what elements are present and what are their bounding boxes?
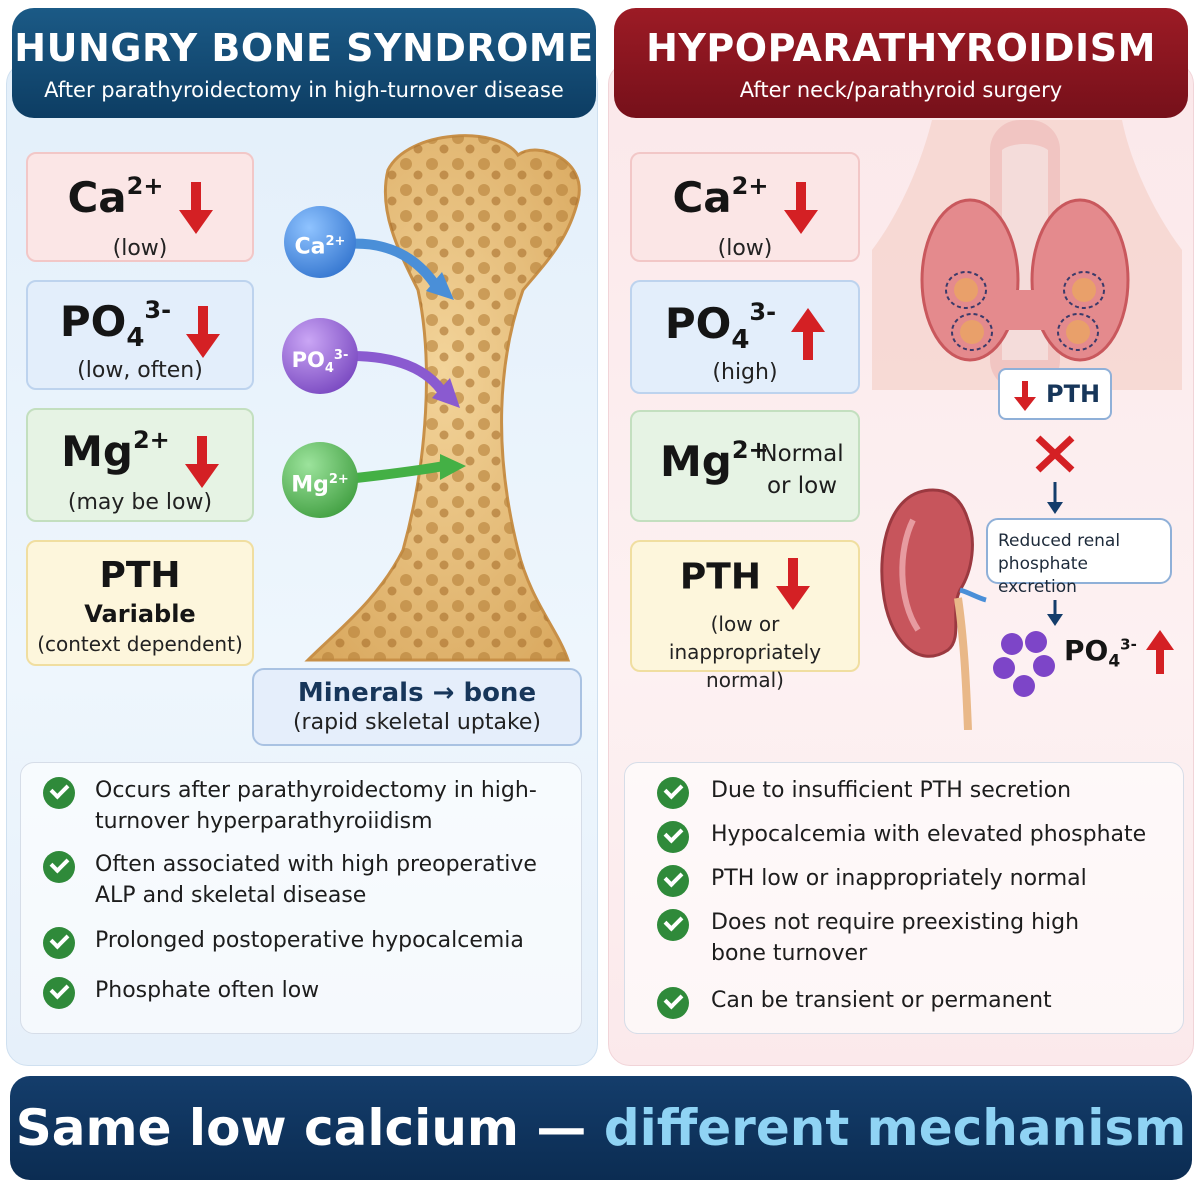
magnesium-bubble: Mg2+ <box>282 442 358 518</box>
check-icon <box>657 987 689 1019</box>
minerals-to-bone-box: Minerals → bone (rapid skeletal uptake) <box>252 668 582 746</box>
renal-excretion-label: Reduced renal phosphate excretion <box>998 531 1121 597</box>
arrow-down-icon <box>184 435 219 488</box>
right-magnesium-box: Mg2+ Normal or low <box>630 410 860 522</box>
calcium-ion: Ca2+ <box>67 172 164 222</box>
check-icon <box>43 977 75 1009</box>
calcium-ion: Ca2+ <box>672 172 769 222</box>
arrow-down-icon <box>178 181 213 234</box>
hypopara-title: HYPOPARATHYROIDISM <box>646 26 1156 70</box>
phosphate-note: (high) <box>712 359 778 385</box>
right-calcium-box: Ca2+ (low) <box>630 152 860 262</box>
minerals-title: Minerals → bone <box>297 678 537 708</box>
phosphate-molecules-icon <box>993 631 1055 697</box>
calcium-note: (low) <box>112 235 168 261</box>
left-pth-box: PTH Variable (context dependent) <box>26 540 254 666</box>
left-magnesium-box: Mg2+ (may be low) <box>26 408 254 522</box>
magnesium-ion: Mg2+ <box>61 426 170 476</box>
banner-text-part1: Same low calcium — <box>15 1099 604 1157</box>
check-icon <box>43 927 75 959</box>
phosphate-ion: PO43- <box>664 298 777 355</box>
hungry-bone-title: HUNGRY BONE SYNDROME <box>14 26 594 70</box>
check-icon <box>657 909 689 941</box>
hungry-bone-subtitle: After parathyroidectomy in high-turnover… <box>44 78 564 102</box>
magnesium-ion: Mg2+ <box>660 436 769 486</box>
pth-decrease-label: PTH <box>1046 380 1101 408</box>
hungry-bone-header: HUNGRY BONE SYNDROME After parathyroidec… <box>12 8 596 118</box>
arrow-down-icon <box>186 305 221 358</box>
phosphate-bubble: PO43- <box>282 318 358 394</box>
pth-variable: Variable <box>84 600 196 628</box>
check-icon <box>657 821 689 853</box>
check-icon <box>657 777 689 809</box>
ion-flow-arrows <box>345 238 466 483</box>
flow-arrows <box>1035 435 1075 626</box>
thyroid-illustration <box>872 120 1182 390</box>
banner-text-part2: different mechanism <box>603 1099 1187 1157</box>
right-pth-box: PTH (low or inappropriately normal) <box>630 540 860 692</box>
kidney-illustration <box>880 488 987 730</box>
phosphate-ion: PO43- <box>59 296 172 353</box>
arrow-up-icon <box>1146 630 1174 674</box>
left-calcium-box: Ca2+ (low) <box>26 152 254 262</box>
arrow-up-icon <box>791 307 826 360</box>
hypopara-features: Due to insufficient PTH secretion Hypoca… <box>624 762 1184 1034</box>
summary-banner: Same low calcium — different mechanism <box>10 1076 1192 1180</box>
pth-decrease-box: PTH <box>998 368 1112 420</box>
right-phosphate-box: PO43- (high) <box>630 280 860 394</box>
hypopara-subtitle: After neck/parathyroid surgery <box>739 78 1063 102</box>
arrow-down-icon <box>783 181 818 234</box>
pth-label: PTH <box>679 556 761 598</box>
minerals-subtitle: (rapid skeletal uptake) <box>292 710 542 735</box>
hypopara-header: HYPOPARATHYROIDISM After neck/parathyroi… <box>614 8 1188 118</box>
calcium-note: (low) <box>717 235 773 261</box>
phosphate-note: (low, often) <box>77 357 203 383</box>
renal-excretion-box: Reduced renal phosphate excretion <box>986 518 1172 597</box>
pth-note: (context dependent) <box>37 632 243 656</box>
magnesium-note: Normal or low <box>760 441 844 499</box>
hungry-bone-features: Occurs after parathyroidectomy in high-t… <box>20 762 582 1034</box>
arrow-down-icon <box>776 558 811 610</box>
check-icon <box>657 865 689 897</box>
check-icon <box>43 851 75 883</box>
pth-label: PTH <box>99 555 181 596</box>
arrow-down-icon <box>1014 381 1036 411</box>
magnesium-note: (may be low) <box>67 489 213 515</box>
left-phosphate-box: PO43- (low, often) <box>26 280 254 390</box>
phosphate-rise-label: PO43- <box>1064 634 1137 672</box>
pth-note: (low or inappropriately normal) <box>668 612 822 692</box>
calcium-bubble: Ca2+ <box>284 206 356 278</box>
check-icon <box>43 777 75 809</box>
